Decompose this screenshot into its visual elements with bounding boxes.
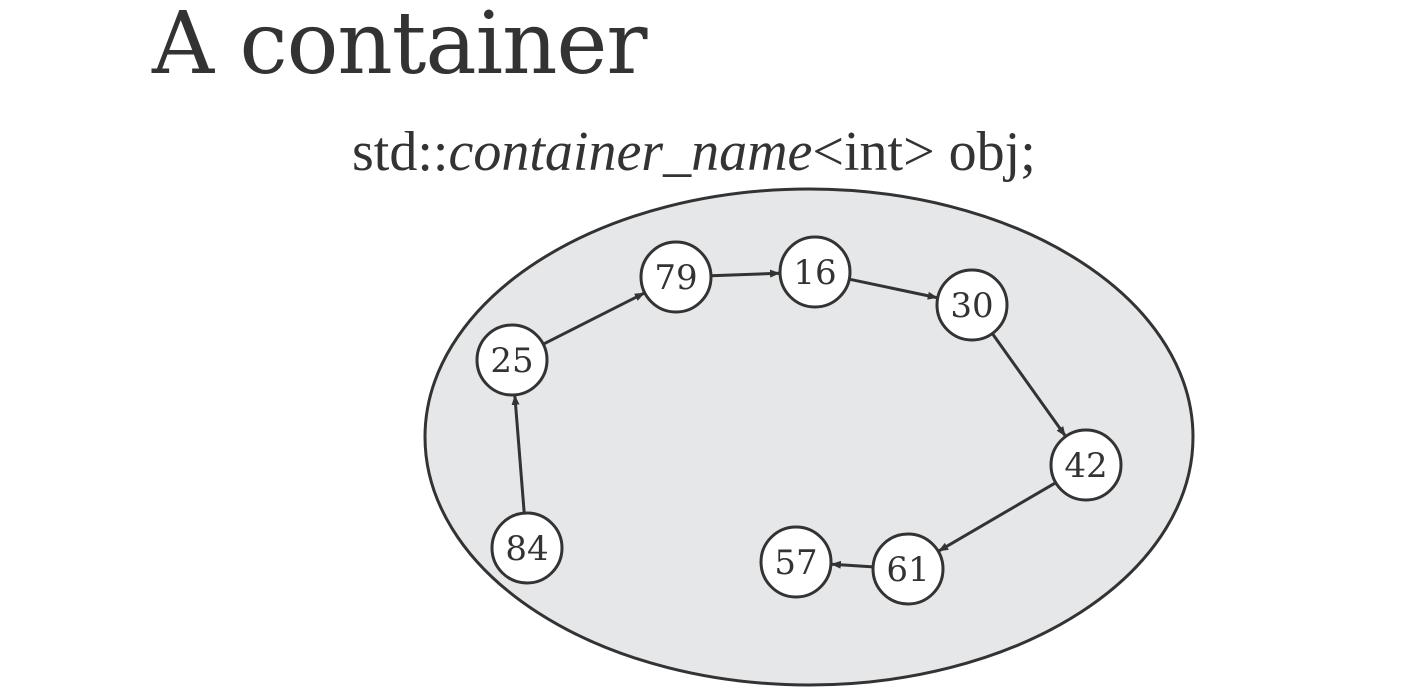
node-circle: [1049, 428, 1123, 502]
node-label: 84: [505, 529, 548, 569]
node-circle: [475, 323, 549, 397]
node-25: 25: [475, 323, 549, 397]
edge-16-to-30: [848, 277, 938, 300]
node-label: 42: [1064, 446, 1107, 486]
node-circle: [778, 235, 852, 309]
node-label: 79: [654, 258, 697, 298]
declaration-suffix: <int> obj;: [812, 121, 1036, 183]
node-circle: [490, 511, 564, 585]
container-declaration: std::container_name<int> obj;: [352, 120, 1036, 184]
node-79: 79: [639, 240, 713, 314]
node-57: 57: [759, 525, 833, 599]
node-label: 25: [490, 341, 533, 381]
node-61: 61: [871, 532, 945, 606]
node-circle: [639, 240, 713, 314]
node-84: 84: [490, 511, 564, 585]
node-42: 42: [1049, 428, 1123, 502]
edge-25-to-79: [542, 291, 645, 346]
declaration-container-name: container_name: [448, 121, 813, 183]
node-label: 30: [950, 286, 993, 326]
edge-42-to-61: [938, 481, 1057, 553]
node-circle: [871, 532, 945, 606]
node-circle: [935, 268, 1009, 342]
declaration-prefix: std::: [352, 121, 449, 183]
node-label: 61: [886, 550, 929, 590]
node-16: 16: [778, 235, 852, 309]
edge-61-to-57: [830, 560, 874, 569]
node-30: 30: [935, 268, 1009, 342]
edge-79-to-16: [710, 269, 781, 278]
page-title: A container: [152, 0, 648, 94]
edge-30-to-42: [991, 332, 1067, 437]
node-label: 57: [774, 543, 817, 583]
node-label: 16: [793, 253, 836, 293]
edge-84-to-25: [511, 394, 526, 514]
node-circle: [759, 525, 833, 599]
